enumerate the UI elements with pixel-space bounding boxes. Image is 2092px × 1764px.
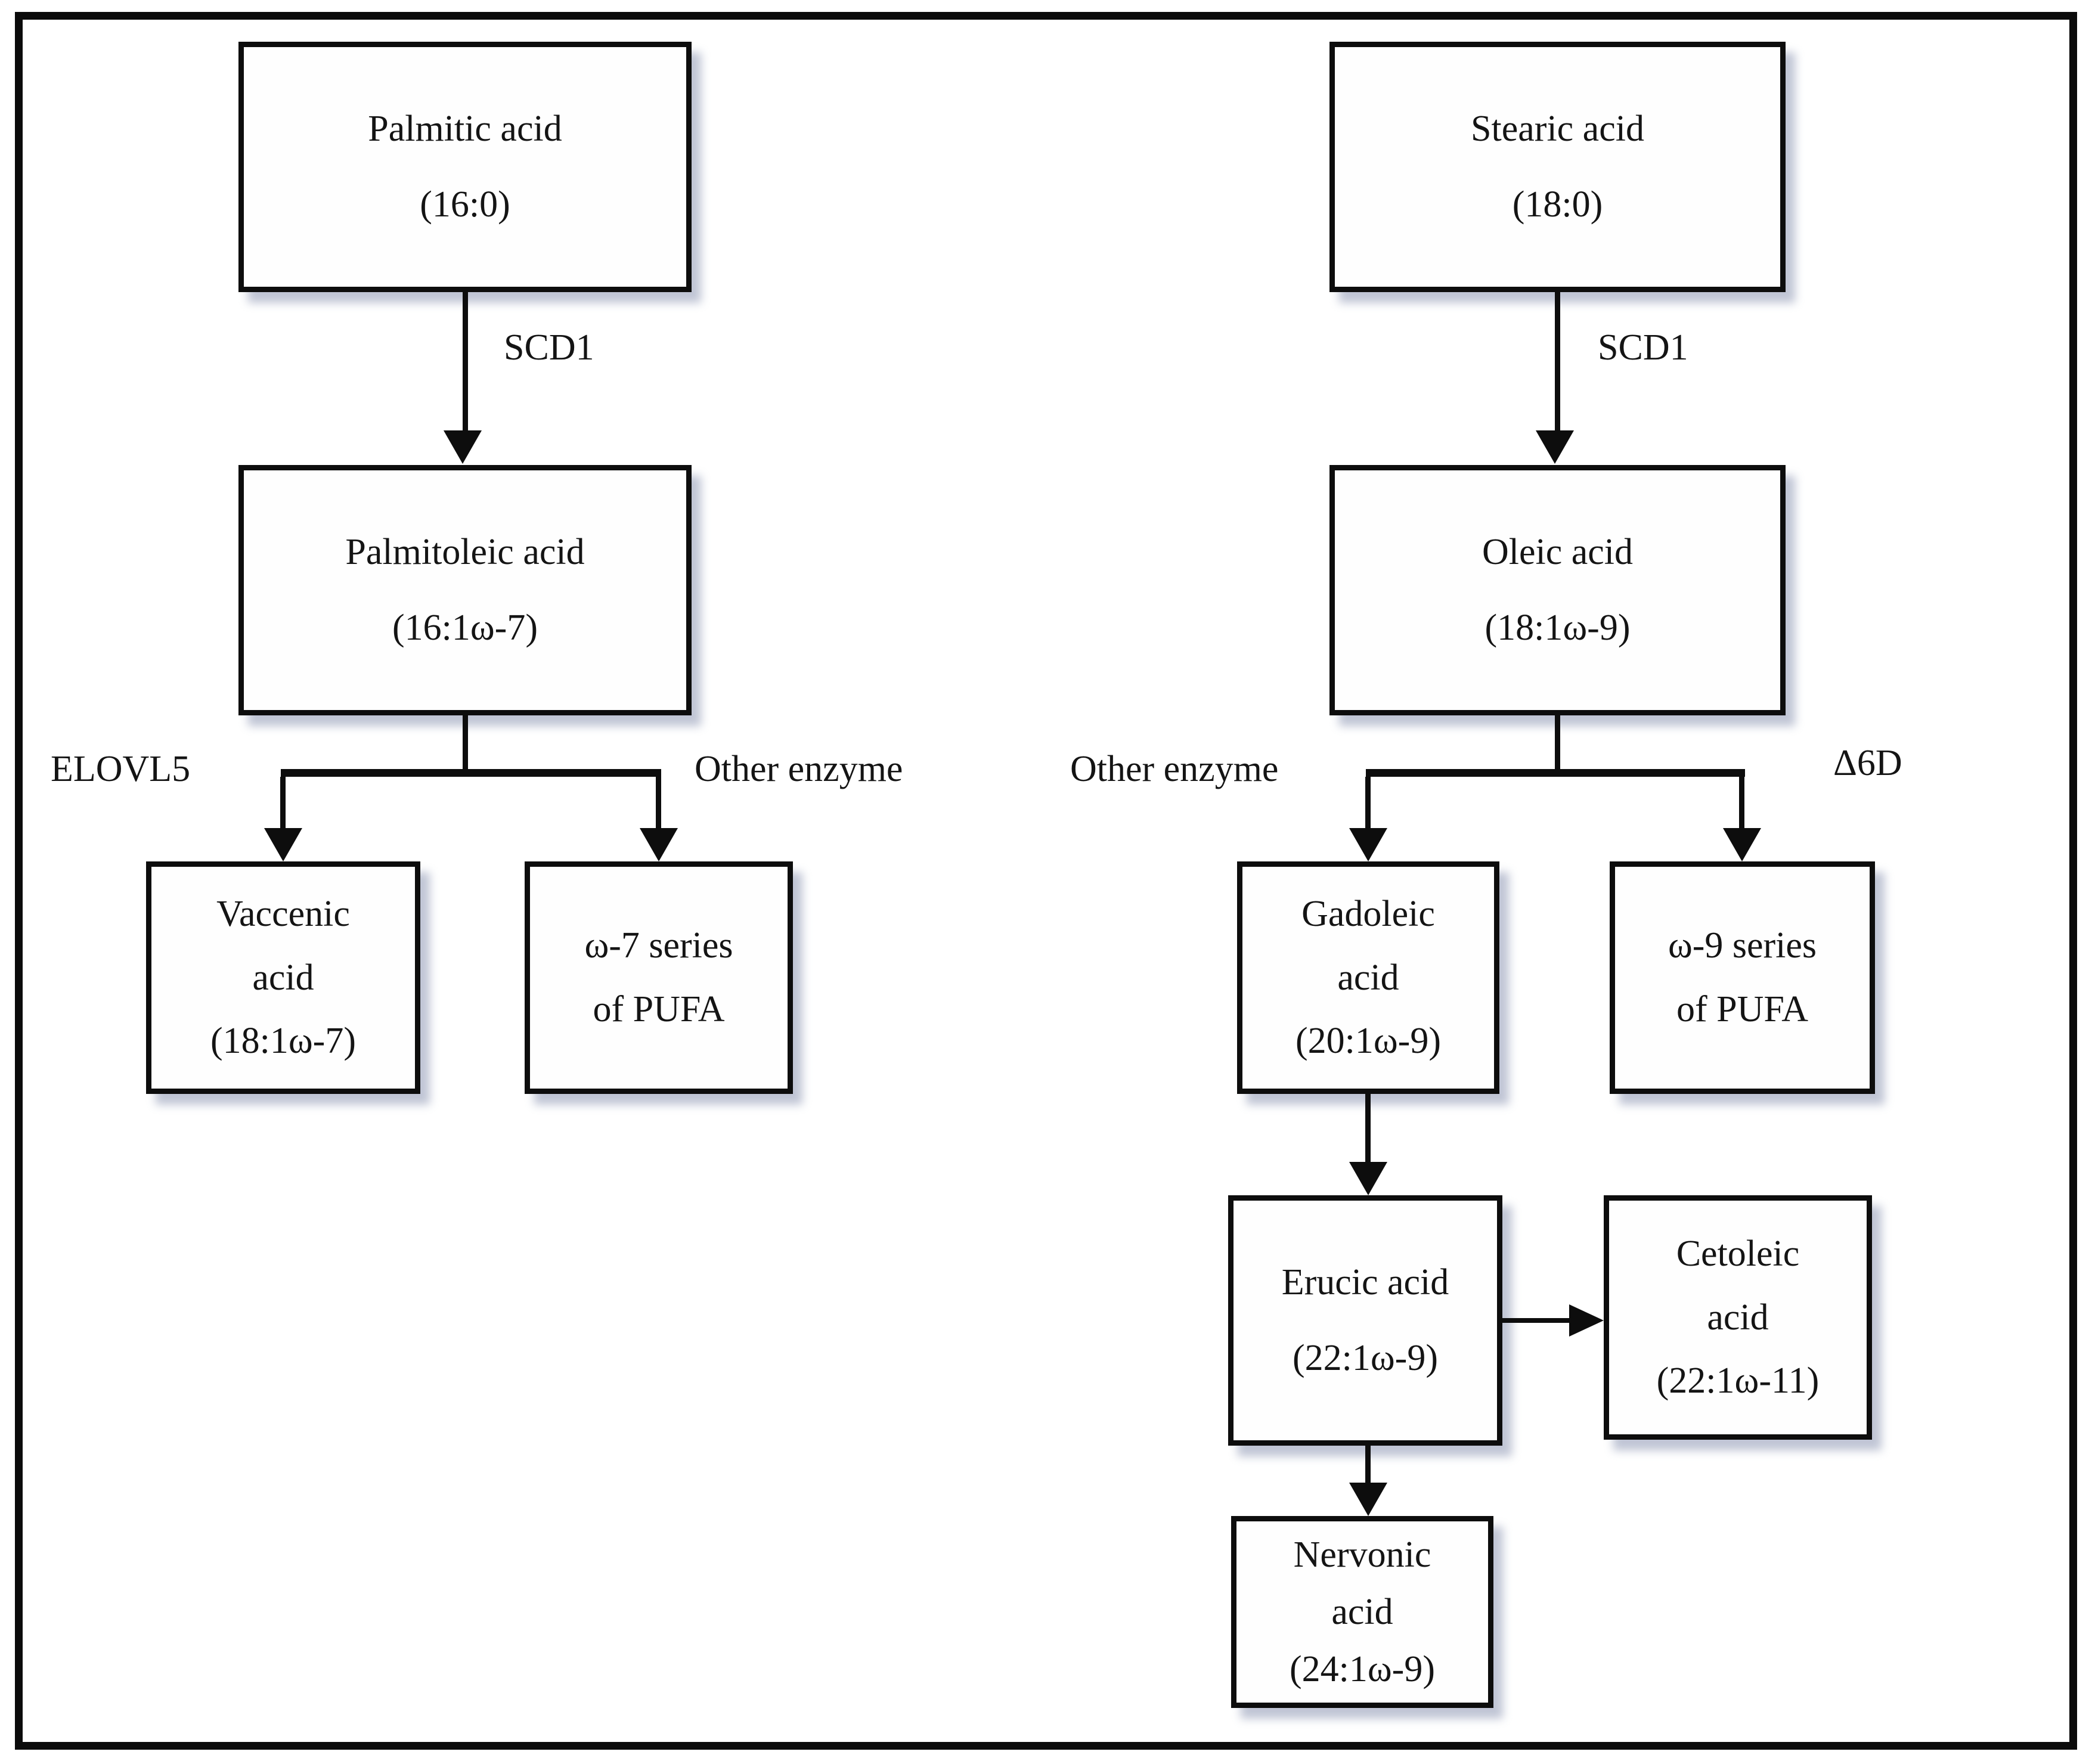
arrow-palmitic-to-palmitoleic-head-icon bbox=[444, 430, 482, 464]
enzyme-label-other-enzyme-right: Other enzyme bbox=[1070, 749, 1279, 789]
node-line: acid bbox=[1707, 1297, 1769, 1338]
node-line: acid bbox=[1331, 1591, 1393, 1632]
node-oleic-acid: Oleic acid (18:1ω-9) bbox=[1329, 465, 1786, 715]
arrow-to-gadoleic-line bbox=[1365, 777, 1371, 830]
node-line: Stearic acid bbox=[1471, 108, 1644, 149]
node-line: acid bbox=[1337, 957, 1399, 998]
node-line: Gadoleic bbox=[1301, 894, 1435, 935]
node-palmitoleic-acid: Palmitoleic acid (16:1ω-7) bbox=[238, 465, 692, 715]
node-omega9-series-pufa: ω-9 series of PUFA bbox=[1610, 861, 1875, 1094]
arrow-stearic-to-oleic-head-icon bbox=[1536, 430, 1574, 464]
arrow-gadoleic-to-erucic-line bbox=[1365, 1094, 1371, 1162]
node-gadoleic-acid: Gadoleic acid (20:1ω-9) bbox=[1237, 861, 1499, 1094]
arrow-to-vaccenic-head-icon bbox=[264, 828, 302, 861]
node-line: ω-7 series bbox=[584, 925, 733, 966]
node-line: ω-9 series bbox=[1668, 925, 1817, 966]
node-line: Palmitoleic acid bbox=[345, 531, 585, 572]
arrow-palmitic-to-palmitoleic-line bbox=[463, 292, 468, 432]
arrow-to-gadoleic-head-icon bbox=[1349, 828, 1387, 861]
enzyme-label-scd1-right: SCD1 bbox=[1598, 327, 1688, 368]
arrow-stearic-to-oleic-line bbox=[1555, 292, 1560, 432]
node-line: Erucic acid bbox=[1281, 1261, 1449, 1303]
enzyme-label-delta-6-desaturase: Δ6D bbox=[1833, 743, 1902, 783]
branch-stem-left bbox=[463, 715, 468, 772]
arrow-gadoleic-to-erucic-head-icon bbox=[1349, 1162, 1387, 1195]
node-vaccenic-acid: Vaccenic acid (18:1ω-7) bbox=[146, 861, 420, 1094]
arrow-erucic-to-nervonic-head-icon bbox=[1349, 1483, 1387, 1516]
node-nervonic-acid: Nervonic acid (24:1ω-9) bbox=[1231, 1516, 1493, 1708]
node-line: Cetoleic bbox=[1676, 1233, 1800, 1275]
arrow-erucic-to-nervonic-line bbox=[1365, 1446, 1371, 1484]
node-line: (22:1ω-11) bbox=[1656, 1360, 1820, 1402]
node-line: of PUFA bbox=[593, 989, 725, 1030]
node-line: acid bbox=[252, 957, 314, 998]
enzyme-label-scd1-left: SCD1 bbox=[504, 327, 594, 368]
arrow-to-pufa9-head-icon bbox=[1723, 828, 1761, 861]
branch-stem-right bbox=[1555, 715, 1560, 772]
branch-bar-right bbox=[1366, 769, 1745, 777]
enzyme-label-elovl5: ELOVL5 bbox=[51, 749, 191, 789]
arrow-erucic-to-cetoleic-line bbox=[1502, 1318, 1569, 1323]
node-line: of PUFA bbox=[1676, 989, 1809, 1030]
node-line: (18:1ω-9) bbox=[1484, 607, 1631, 648]
node-line: Oleic acid bbox=[1482, 531, 1634, 572]
node-palmitic-acid: Palmitic acid (16:0) bbox=[238, 42, 692, 292]
node-line: (18:1ω-7) bbox=[210, 1021, 356, 1062]
arrow-to-pufa7-line bbox=[656, 777, 661, 830]
node-cetoleic-acid: Cetoleic acid (22:1ω-11) bbox=[1604, 1195, 1872, 1440]
node-line: (16:0) bbox=[420, 184, 510, 225]
node-line: (22:1ω-9) bbox=[1293, 1338, 1438, 1378]
arrow-to-pufa9-line bbox=[1739, 777, 1744, 830]
node-line: Palmitic acid bbox=[368, 108, 562, 149]
arrow-to-pufa7-head-icon bbox=[640, 828, 678, 861]
enzyme-label-other-enzyme-left: Other enzyme bbox=[695, 749, 903, 789]
node-line: (16:1ω-7) bbox=[392, 607, 538, 648]
node-stearic-acid: Stearic acid (18:0) bbox=[1329, 42, 1786, 292]
node-omega7-series-pufa: ω-7 series of PUFA bbox=[525, 861, 793, 1094]
node-line: (24:1ω-9) bbox=[1290, 1649, 1435, 1690]
node-line: (20:1ω-9) bbox=[1296, 1021, 1441, 1062]
node-line: Nervonic bbox=[1293, 1534, 1431, 1575]
arrow-to-vaccenic-line bbox=[280, 777, 286, 830]
branch-bar-left bbox=[281, 769, 661, 777]
node-line: (18:0) bbox=[1512, 184, 1603, 225]
arrow-erucic-to-cetoleic-head-icon bbox=[1569, 1304, 1604, 1337]
node-erucic-acid: Erucic acid (22:1ω-9) bbox=[1228, 1195, 1502, 1446]
node-line: Vaccenic bbox=[216, 894, 350, 935]
